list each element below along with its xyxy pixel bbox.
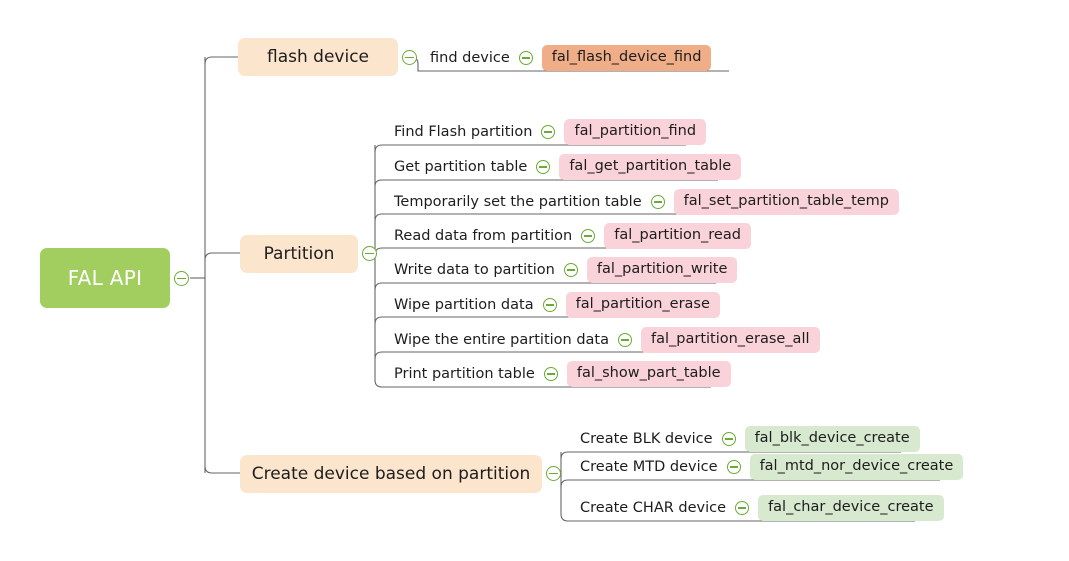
branch-node-label: Create device based on partition <box>251 464 531 484</box>
collapse-minus-circle-icon-leaf[interactable] <box>581 229 596 243</box>
leaf-row[interactable]: Create BLK device fal_blk_device_create <box>580 424 920 454</box>
leaf-badge[interactable]: fal_partition_read <box>604 223 751 249</box>
leaf-label: Get partition table <box>394 159 528 175</box>
branch-node-partition[interactable]: Partition <box>240 235 358 273</box>
leaf-row[interactable]: Write data to partition fal_partition_wr… <box>394 255 738 285</box>
leaf-label: Print partition table <box>394 366 535 382</box>
leaf-row[interactable]: Print partition table fal_show_part_tabl… <box>394 359 731 389</box>
collapse-minus-circle-icon-leaf[interactable] <box>721 432 736 446</box>
leaf-row[interactable]: Wipe partition data fal_partition_erase <box>394 290 720 320</box>
leaf-row[interactable]: Read data from partition fal_partition_r… <box>394 221 751 251</box>
collapse-minus-circle-icon-leaf[interactable] <box>536 160 551 174</box>
collapse-minus-circle-icon-leaf[interactable] <box>618 333 632 347</box>
leaf-row[interactable]: Get partition table fal_get_partition_ta… <box>394 152 742 182</box>
collapse-minus-circle-icon-partition[interactable] <box>362 246 377 261</box>
root-node-fal-api[interactable]: FAL API <box>40 248 170 308</box>
leaf-badge[interactable]: fal_flash_device_find <box>541 45 712 71</box>
leaf-badge[interactable]: fal_partition_write <box>586 257 738 283</box>
leaf-label: Find Flash partition <box>394 124 533 140</box>
leaf-row[interactable]: Create MTD device fal_mtd_nor_device_cre… <box>580 452 964 482</box>
leaf-row[interactable]: Wipe the entire partition data fal_parti… <box>394 325 820 355</box>
leaf-badge[interactable]: fal_show_part_table <box>566 361 731 387</box>
leaf-row[interactable]: Find Flash partition fal_partition_find <box>394 117 707 147</box>
collapse-minus-circle-icon-leaf[interactable] <box>541 125 556 139</box>
collapse-minus-circle-icon-leaf[interactable] <box>518 51 533 65</box>
leaf-label: Create CHAR device <box>580 500 727 516</box>
leaf-label: Write data to partition <box>394 262 555 278</box>
collapse-minus-circle-icon-leaf[interactable] <box>542 298 557 312</box>
branch-node-label: Partition <box>263 244 335 264</box>
leaf-badge[interactable]: fal_mtd_nor_device_create <box>749 454 964 480</box>
leaf-badge[interactable]: fal_partition_erase_all <box>641 327 820 353</box>
collapse-minus-circle-icon-leaf[interactable] <box>543 367 558 381</box>
root-node-label: FAL API <box>67 266 143 290</box>
collapse-minus-circle-icon-leaf[interactable] <box>726 460 741 474</box>
leaf-label: Wipe partition data <box>394 297 534 313</box>
collapse-minus-circle-icon-flash-device[interactable] <box>402 50 417 65</box>
leaf-label: Temporarily set the partition table <box>394 194 642 210</box>
branch-node-label: flash device <box>267 47 369 67</box>
leaf-label: Create BLK device <box>580 431 713 447</box>
leaf-row[interactable]: Temporarily set the partition table fal_… <box>394 187 900 217</box>
branch-node-flash-device[interactable]: flash device <box>238 38 398 76</box>
leaf-label: Read data from partition <box>394 228 573 244</box>
leaf-badge[interactable]: fal_get_partition_table <box>559 154 742 180</box>
leaf-row[interactable]: Create CHAR device fal_char_device_creat… <box>580 493 944 523</box>
collapse-minus-circle-icon-leaf[interactable] <box>563 263 578 277</box>
collapse-minus-circle-icon-create-device[interactable] <box>546 466 561 481</box>
leaf-label: Wipe the entire partition data <box>394 332 609 348</box>
collapse-minus-circle-icon-leaf[interactable] <box>650 195 665 209</box>
leaf-label: Create MTD device <box>580 459 718 475</box>
collapse-minus-circle-icon-root[interactable] <box>174 271 189 286</box>
leaf-badge[interactable]: fal_partition_erase <box>565 292 720 318</box>
leaf-row[interactable]: find device fal_flash_device_find <box>430 43 712 73</box>
leaf-label: find device <box>430 50 510 66</box>
collapse-minus-circle-icon-leaf[interactable] <box>735 501 750 515</box>
leaf-badge[interactable]: fal_set_partition_table_temp <box>673 189 900 215</box>
leaf-badge[interactable]: fal_partition_find <box>564 119 707 145</box>
leaf-badge[interactable]: fal_blk_device_create <box>744 426 920 452</box>
branch-node-create-device[interactable]: Create device based on partition <box>240 455 542 493</box>
leaf-badge[interactable]: fal_char_device_create <box>758 495 944 521</box>
